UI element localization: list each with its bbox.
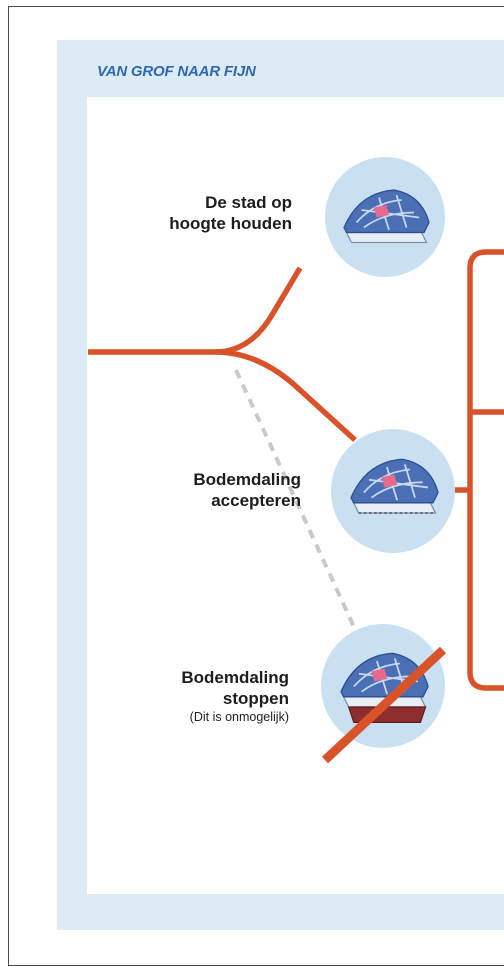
option-stoppen-label: Bodemdaling stoppen (Dit is onmogelijk) (181, 667, 289, 726)
cross-out-slash (321, 646, 447, 764)
option-accepteren-icon (331, 429, 455, 553)
option-hoogte-label: De stad op hoogte houden (169, 192, 292, 234)
option-hoogte-line-1: De stad op (205, 193, 292, 212)
option-accepteren-label: Bodemdaling accepteren (193, 469, 301, 511)
option-hoogte-line-2: hoogte houden (169, 214, 292, 233)
option-stoppen-line-1: Bodemdaling (181, 668, 289, 687)
option-stoppen-icon (321, 624, 445, 748)
section-title: VAN GROF NAAR FIJN (97, 63, 256, 80)
decision-tree (88, 157, 504, 764)
option-stoppen-line-2: stoppen (222, 689, 289, 708)
option-stoppen-note: (Dit is onmogelijk) (189, 710, 289, 724)
option-accepteren-line-1: Bodemdaling (193, 470, 301, 489)
option-hoogte-icon (325, 157, 445, 277)
option-accepteren-line-2: accepteren (211, 491, 301, 510)
